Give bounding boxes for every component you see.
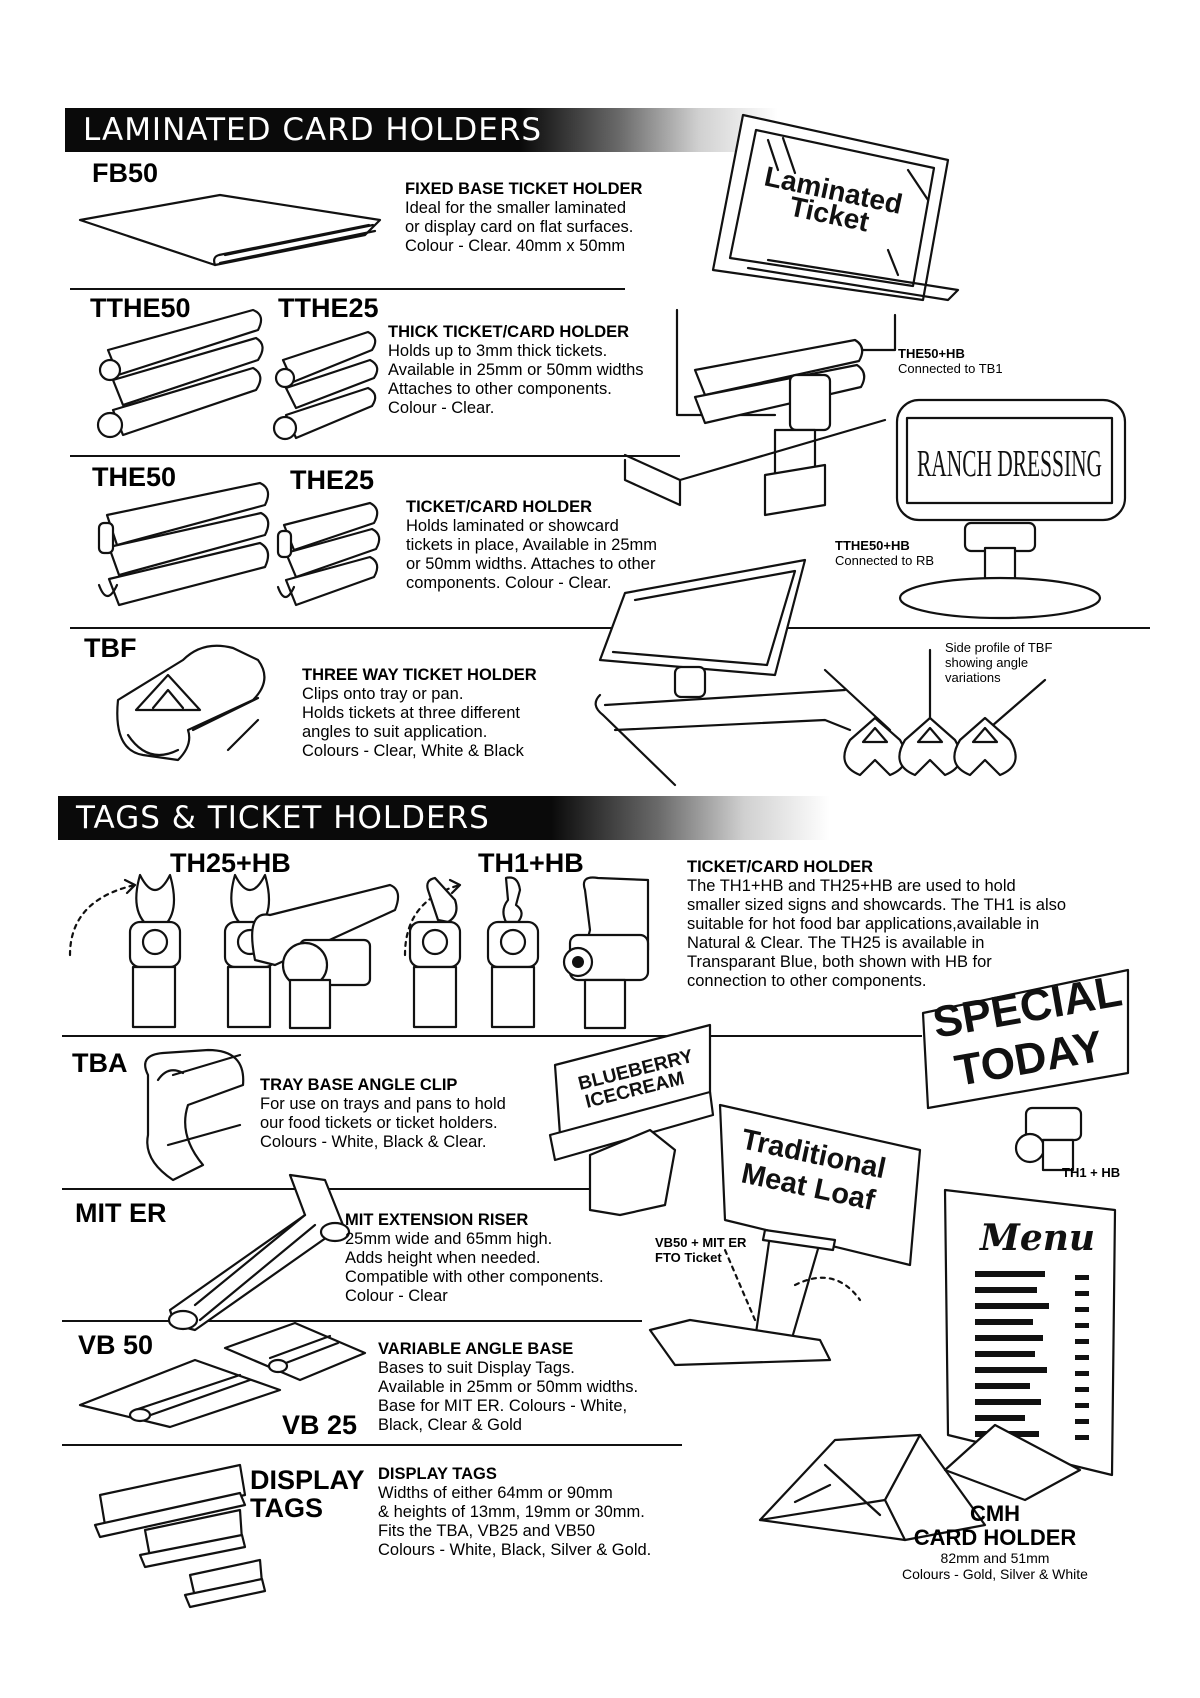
menu-price-mark xyxy=(1075,1323,1089,1328)
divider xyxy=(70,627,1150,629)
section-title: LAMINATED CARD HOLDERS xyxy=(83,112,543,148)
th1hb-caption: TH1 + HB xyxy=(1062,1165,1121,1180)
cmh-caption: CMH CARD HOLDER 82mm and 51mm Colours - … xyxy=(880,1501,1110,1583)
menu-price-mark xyxy=(1075,1307,1089,1312)
product-code-tbf: TBF xyxy=(84,633,137,663)
product-code-tba: TBA xyxy=(72,1048,128,1078)
product-code-display-tags: DISPLAY TAGS xyxy=(250,1465,365,1523)
the50hb-illustration xyxy=(623,308,897,517)
menu-line xyxy=(975,1287,1037,1293)
display-tags-description: DISPLAY TAGS Widths of either 64mm or 90… xyxy=(378,1465,652,1559)
tbf-description: THREE WAY TICKET HOLDER Clips onto tray … xyxy=(302,666,537,760)
tbf-side-profile-illustration xyxy=(823,648,1047,777)
vb-description: VARIABLE ANGLE BASE Bases to suit Displa… xyxy=(378,1340,639,1434)
tthe25-illustration xyxy=(272,330,379,441)
tba-description: TRAY BASE ANGLE CLIP For use on trays an… xyxy=(260,1076,506,1151)
laminated-ticket-illustration: Laminated Ticket xyxy=(711,113,960,302)
product-code-th25hb: TH25+HB xyxy=(170,848,291,878)
the50hb-caption: THE50+HB Connected to TB1 xyxy=(898,346,1003,376)
product-code-the50: THE50 xyxy=(92,462,177,492)
th-description: TICKET/CARD HOLDER The TH1+HB and TH25+H… xyxy=(687,858,1067,990)
cmh-title-line1: CMH xyxy=(969,1501,1021,1526)
menu-price-mark xyxy=(1075,1275,1089,1280)
fb50-description: FIXED BASE TICKET HOLDER Ideal for the s… xyxy=(405,180,643,255)
menu-line xyxy=(975,1399,1041,1405)
product-code-tthe50: TTHE50 xyxy=(90,293,191,323)
ranch-dressing-illustration: RANCH DRESSING xyxy=(895,398,1127,620)
ranch-dressing-label: RANCH DRESSING xyxy=(917,443,1102,485)
tthe-description: THICK TICKET/CARD HOLDER Holds up to 3mm… xyxy=(388,323,644,417)
product-code-tthe25: TTHE25 xyxy=(278,293,379,323)
product-code-th1hb: TH1+HB xyxy=(478,848,584,878)
th1hb-illustration xyxy=(403,876,650,1030)
side-profile-caption: Side profile of TBF showing angle variat… xyxy=(945,640,1053,685)
cmh-title-line2: CARD HOLDER xyxy=(913,1525,1077,1550)
menu-price-mark xyxy=(1075,1339,1089,1344)
vb50miter-caption: VB50 + MIT ER FTO Ticket xyxy=(655,1235,747,1265)
vb25-illustration xyxy=(223,1321,367,1382)
divider xyxy=(62,1188,622,1190)
display-tags-illustration xyxy=(93,1463,267,1609)
product-code-miter: MIT ER xyxy=(75,1198,167,1228)
menu-line xyxy=(975,1383,1030,1389)
menu-line xyxy=(975,1335,1043,1341)
menu-price-mark xyxy=(1075,1387,1089,1392)
menu-line xyxy=(975,1367,1047,1373)
menu-price-mark xyxy=(1075,1403,1089,1408)
fb50-illustration xyxy=(78,193,382,267)
blueberry-icecream-illustration: BLUEBERRY ICECREAM xyxy=(548,1023,715,1217)
product-code-fb50: FB50 xyxy=(92,158,159,188)
miter-illustration xyxy=(167,1173,351,1332)
miter-description: MIT EXTENSION RISER 25mm wide and 65mm h… xyxy=(345,1211,604,1305)
menu-line xyxy=(975,1415,1025,1421)
menu-word: Menu xyxy=(978,1217,1095,1259)
cmh-size: 82mm and 51mm xyxy=(940,1550,1050,1566)
menu-price-mark xyxy=(1075,1435,1089,1440)
menu-price-mark xyxy=(1075,1291,1089,1296)
menu-price-mark xyxy=(1075,1355,1089,1360)
vb50-illustration xyxy=(78,1358,282,1429)
meat-loaf-illustration: Traditional Meat Loaf xyxy=(648,1103,922,1367)
section-header-tags: TAGS & TICKET HOLDERS xyxy=(58,796,1130,840)
tbf-illustration xyxy=(116,644,266,762)
menu-text-lines xyxy=(975,1271,1089,1440)
tthe50hb-caption: TTHE50+HB Connected to RB xyxy=(835,538,935,568)
th25hb-illustration xyxy=(68,873,400,1030)
product-code-the25: THE25 xyxy=(290,465,375,495)
product-code-vb50: VB 50 xyxy=(78,1330,154,1360)
the25-illustration xyxy=(276,501,381,607)
menu-line xyxy=(975,1271,1045,1277)
cmh-colours: Colours - Gold, Silver & White xyxy=(902,1566,1088,1582)
product-code-vb25: VB 25 xyxy=(282,1410,358,1440)
tray-sign-illustration xyxy=(594,558,852,787)
divider xyxy=(62,1035,922,1037)
section-title: TAGS & TICKET HOLDERS xyxy=(76,800,490,836)
menu-price-mark xyxy=(1075,1371,1089,1376)
cmh-illustration xyxy=(758,1423,1082,1542)
tba-illustration xyxy=(144,1048,245,1182)
divider xyxy=(62,1320,642,1322)
divider xyxy=(70,288,625,290)
tthe50-illustration xyxy=(96,308,264,439)
menu-price-mark xyxy=(1075,1419,1089,1424)
menu-line xyxy=(975,1319,1033,1325)
menu-line xyxy=(975,1351,1035,1357)
menu-line xyxy=(975,1303,1049,1309)
divider xyxy=(62,1444,682,1446)
the50-illustration xyxy=(97,481,270,607)
section-header-laminated: LAMINATED CARD HOLDERS xyxy=(65,108,1055,152)
the-description: TICKET/CARD HOLDER Holds laminated or sh… xyxy=(406,498,657,592)
special-today-illustration: SPECIAL TODAY xyxy=(921,966,1130,1172)
divider xyxy=(70,455,680,457)
